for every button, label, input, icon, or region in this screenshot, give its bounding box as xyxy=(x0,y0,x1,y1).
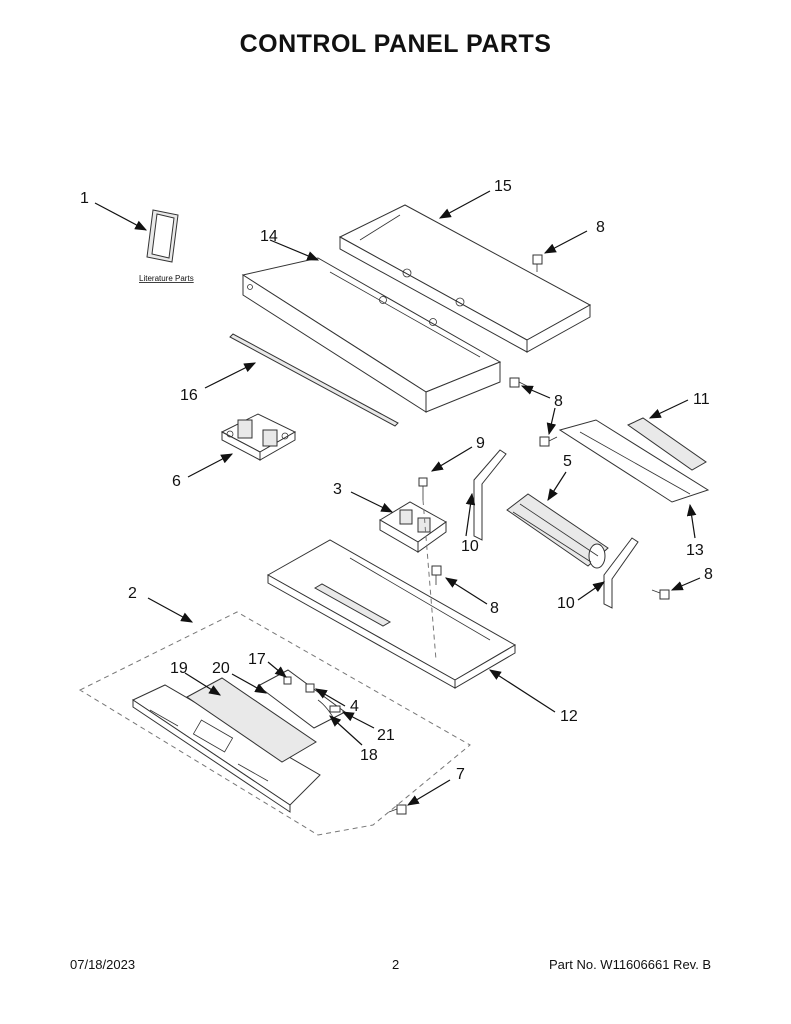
leader-8-center xyxy=(444,577,488,605)
leader-10-left xyxy=(465,492,476,537)
power-board-part xyxy=(220,413,297,461)
page-title: CONTROL PANEL PARTS xyxy=(239,30,552,58)
screw-7-part xyxy=(388,804,407,815)
clip-21-part xyxy=(329,705,341,713)
callout-2: 2 xyxy=(128,585,137,602)
callout-8-mid: 8 xyxy=(554,393,563,410)
leader-14 xyxy=(269,239,320,261)
screw-9-part xyxy=(418,477,428,500)
leader-8-right xyxy=(670,577,701,591)
callout-21: 21 xyxy=(377,727,395,744)
top-panel-part xyxy=(338,204,592,353)
callout-18: 18 xyxy=(360,747,378,764)
callout-20: 20 xyxy=(212,660,230,677)
callout-16: 16 xyxy=(180,387,198,404)
control-panel-fascia-part xyxy=(131,684,321,813)
relay-board-part xyxy=(379,501,447,553)
mounting-bracket-part xyxy=(558,419,710,503)
literature-parts-label: Literature Parts xyxy=(139,274,194,283)
callout-1: 1 xyxy=(80,190,89,207)
leader-21 xyxy=(341,711,375,729)
small-screw-17-part xyxy=(283,676,292,685)
footer-date: 07/18/2023 xyxy=(70,957,136,972)
callout-10-right: 10 xyxy=(557,595,575,612)
footer-part-number: Part No. W11606661 Rev. B xyxy=(549,957,712,972)
cover-tray-part xyxy=(241,257,502,413)
control-base-tray-part xyxy=(266,539,517,689)
leader-17 xyxy=(267,661,287,678)
leader-15 xyxy=(438,190,491,219)
leader-16 xyxy=(204,362,257,389)
leader-19 xyxy=(184,672,222,696)
leader-10-right xyxy=(577,581,605,601)
cooling-fan-part xyxy=(506,493,609,569)
callout-14: 14 xyxy=(260,228,278,245)
callout-15: 15 xyxy=(494,178,512,195)
leader-11 xyxy=(648,399,689,419)
callout-11: 11 xyxy=(693,391,710,408)
bracket-left-part xyxy=(473,449,507,541)
callout-13: 13 xyxy=(686,542,704,559)
bracket-right-part xyxy=(603,537,639,609)
leader-13 xyxy=(686,503,697,539)
callout-8-center: 8 xyxy=(490,600,499,617)
callout-3: 3 xyxy=(333,481,342,498)
leader-9 xyxy=(430,446,473,472)
callout-8-right: 8 xyxy=(704,566,713,583)
callout-7: 7 xyxy=(456,766,465,783)
leader-8-mid xyxy=(520,385,551,399)
leader-7 xyxy=(406,779,451,806)
gasket-strip-part xyxy=(229,333,399,427)
callout-5: 5 xyxy=(563,453,572,470)
leader-6 xyxy=(187,453,234,478)
screw-8-right-part xyxy=(651,589,670,600)
callout-6: 6 xyxy=(172,473,181,490)
leader-8-top xyxy=(543,230,588,254)
literature-booklet-part xyxy=(146,209,179,263)
screw-8-center-part xyxy=(431,565,442,585)
connector-4-part xyxy=(305,683,315,693)
insulation-strip-part xyxy=(627,417,707,471)
screw-8-mid-part xyxy=(509,377,528,388)
callout-9: 9 xyxy=(476,435,485,452)
callout-19: 19 xyxy=(170,660,188,677)
screw-8-top-part xyxy=(532,254,543,272)
callout-17: 17 xyxy=(248,651,266,668)
callout-12: 12 xyxy=(560,708,578,725)
callout-4: 4 xyxy=(350,698,359,715)
leader-4 xyxy=(314,688,346,707)
leader-20 xyxy=(231,673,268,694)
leader-18 xyxy=(329,715,363,746)
leader-5 xyxy=(547,471,567,502)
control-assembly-outline xyxy=(78,611,471,836)
leader-2 xyxy=(147,597,194,623)
leader-8-side xyxy=(546,407,557,436)
leader-1 xyxy=(94,202,148,231)
leader-3 xyxy=(350,491,394,513)
screw-8-side-part xyxy=(539,436,558,447)
leader-12 xyxy=(488,669,556,713)
callout-10-left: 10 xyxy=(461,538,479,555)
footer-page-number: 2 xyxy=(392,957,400,972)
callout-8-top: 8 xyxy=(596,219,605,236)
